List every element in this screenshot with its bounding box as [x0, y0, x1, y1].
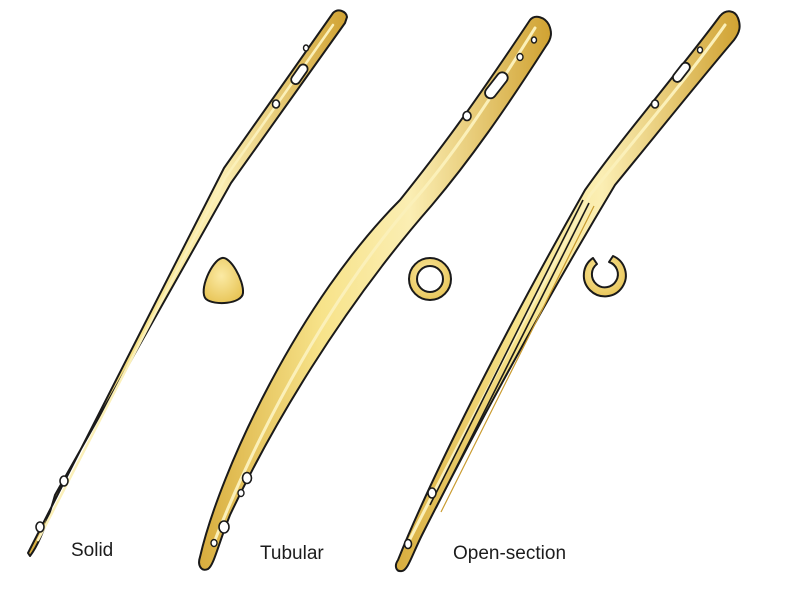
solid-cross-section	[202, 257, 245, 305]
tubular-distal-hole	[241, 471, 253, 485]
tubular-nail	[198, 15, 552, 571]
open-section-cross-section	[582, 255, 627, 298]
tubular-proximal-slot	[484, 71, 509, 100]
open-hole	[650, 99, 660, 109]
tubular-distal-hole	[218, 520, 230, 534]
label-tubular: Tubular	[260, 543, 324, 564]
tubular-distal-hole	[210, 538, 218, 548]
solid-proximal-slot	[290, 63, 309, 86]
solid-distal-hole	[35, 521, 45, 533]
tubular-hole	[530, 36, 538, 44]
tubular-cross-section	[408, 257, 452, 301]
label-solid: Solid	[71, 540, 114, 561]
solid-hole	[302, 44, 310, 52]
solid-hole	[271, 99, 281, 109]
tubular-hole	[516, 52, 524, 62]
solid-distal-hole	[59, 475, 69, 487]
open-hole	[696, 46, 704, 54]
solid-nail	[27, 9, 348, 557]
open-section-nail	[394, 10, 741, 573]
open-proximal-slot	[671, 61, 691, 83]
tubular-hole	[462, 110, 472, 122]
open-distal-hole	[403, 538, 413, 550]
tubular-distal-hole	[237, 488, 245, 498]
open-distal-hole	[427, 487, 437, 499]
label-open-section: Open-section	[453, 543, 567, 564]
